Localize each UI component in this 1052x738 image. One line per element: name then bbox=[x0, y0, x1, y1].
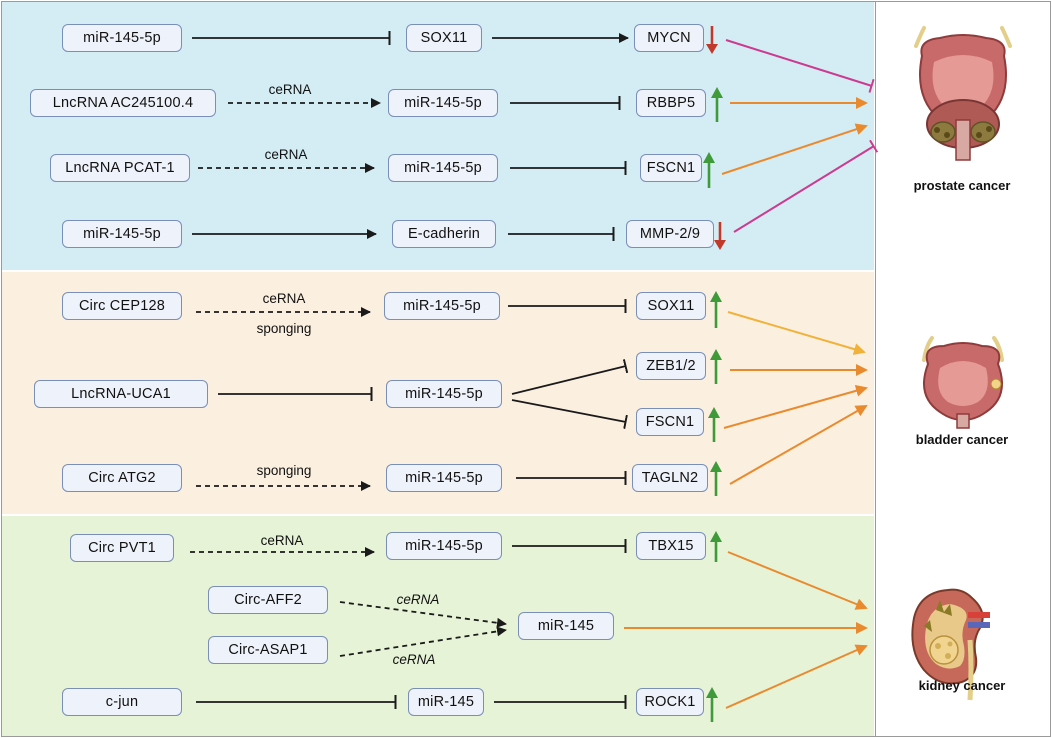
node-rbbp5: RBBP5 bbox=[636, 89, 706, 117]
link-fscn1-bladder bbox=[723, 384, 868, 429]
node-circ-atg2: Circ ATG2 bbox=[62, 464, 182, 492]
node-circ-aff2: Circ-AFF2 bbox=[208, 586, 328, 614]
mmp-down-arrow bbox=[714, 222, 726, 250]
link-fscn1-prostate bbox=[721, 123, 868, 175]
node-mmp29: MMP-2/9 bbox=[626, 220, 714, 248]
link-sox11-bladder bbox=[727, 311, 866, 355]
edge-asap1-mir145 bbox=[339, 626, 507, 657]
link-mycn-prostate bbox=[725, 39, 875, 93]
node-mir145-k3: miR-145 bbox=[408, 688, 484, 716]
label-sponging-b1: sponging bbox=[256, 321, 312, 336]
link-rock1-kidney bbox=[725, 644, 868, 709]
node-rock1: ROCK1 bbox=[636, 688, 704, 716]
node-lncrna-pcat1: LncRNA PCAT-1 bbox=[50, 154, 190, 182]
node-mir145-5p-p4: miR-145-5p bbox=[62, 220, 182, 248]
fscn1-up-arrow bbox=[703, 152, 715, 188]
kidney-illustration bbox=[911, 588, 990, 701]
node-circ-asap1: Circ-ASAP1 bbox=[208, 636, 328, 664]
node-mir145-k2: miR-145 bbox=[518, 612, 614, 640]
node-circ-pvt1: Circ PVT1 bbox=[70, 534, 174, 562]
edge-mir145-zeb bbox=[511, 359, 629, 395]
node-tagln2: TAGLN2 bbox=[632, 464, 708, 492]
mycn-down-arrow bbox=[706, 26, 718, 54]
node-sox11-p: SOX11 bbox=[406, 24, 482, 52]
bladder-cancer-label: bladder cancer bbox=[915, 432, 1009, 447]
node-ecadherin: E-cadherin bbox=[392, 220, 496, 248]
node-mycn: MYCN bbox=[634, 24, 704, 52]
label-cerna-p2: ceRNA bbox=[264, 147, 308, 162]
label-sponging-b3: sponging bbox=[256, 463, 312, 478]
edge-mir145-fscn1-b bbox=[511, 399, 628, 429]
rock1-up-arrow bbox=[706, 687, 718, 722]
node-mir145-5p-p1: miR-145-5p bbox=[62, 24, 182, 52]
node-tbx15: TBX15 bbox=[636, 532, 706, 560]
organ-column-frame bbox=[875, 1, 1051, 737]
kidney-cancer-label: kidney cancer bbox=[918, 678, 1006, 693]
node-mir145-5p-k1: miR-145-5p bbox=[386, 532, 502, 560]
rbbp5-up-arrow bbox=[711, 87, 723, 122]
node-cjun: c-jun bbox=[62, 688, 182, 716]
prostate-illustration bbox=[914, 26, 1012, 161]
node-fscn1-p: FSCN1 bbox=[640, 154, 702, 182]
node-mir145-5p-b3: miR-145-5p bbox=[386, 464, 502, 492]
zeb-up-arrow bbox=[710, 349, 722, 384]
node-mir145-5p-p2: miR-145-5p bbox=[388, 89, 498, 117]
tbx15-up-arrow bbox=[710, 531, 722, 562]
node-lncrna-ac245100: LncRNA AC245100.4 bbox=[30, 89, 216, 117]
label-cerna-k2a: ceRNA bbox=[396, 592, 440, 607]
node-mir145-5p-b1: miR-145-5p bbox=[384, 292, 500, 320]
node-sox11-b: SOX11 bbox=[636, 292, 706, 320]
label-cerna-k1: ceRNA bbox=[260, 533, 304, 548]
bladder-illustration bbox=[922, 336, 1004, 429]
fscn1-b-up-arrow bbox=[708, 407, 720, 442]
node-circ-cep128: Circ CEP128 bbox=[62, 292, 182, 320]
link-tagln2-bladder bbox=[729, 405, 868, 485]
node-mir145-5p-p3: miR-145-5p bbox=[388, 154, 498, 182]
edge-aff2-mir145 bbox=[339, 601, 507, 628]
prostate-cancer-label: prostate cancer bbox=[913, 178, 1011, 193]
node-mir145-5p-b2: miR-145-5p bbox=[386, 380, 502, 408]
node-zeb12: ZEB1/2 bbox=[636, 352, 706, 380]
link-tbx15-kidney bbox=[727, 551, 868, 610]
node-lncrna-uca1: LncRNA-UCA1 bbox=[34, 380, 208, 408]
label-cerna-p1: ceRNA bbox=[268, 82, 312, 97]
label-cerna-b1: ceRNA bbox=[262, 291, 306, 306]
node-fscn1-b: FSCN1 bbox=[636, 408, 704, 436]
label-cerna-k2b: ceRNA bbox=[392, 652, 436, 667]
sox11-up-arrow bbox=[710, 291, 722, 328]
tagln2-up-arrow bbox=[710, 461, 722, 496]
link-mmp-prostate bbox=[733, 139, 879, 233]
